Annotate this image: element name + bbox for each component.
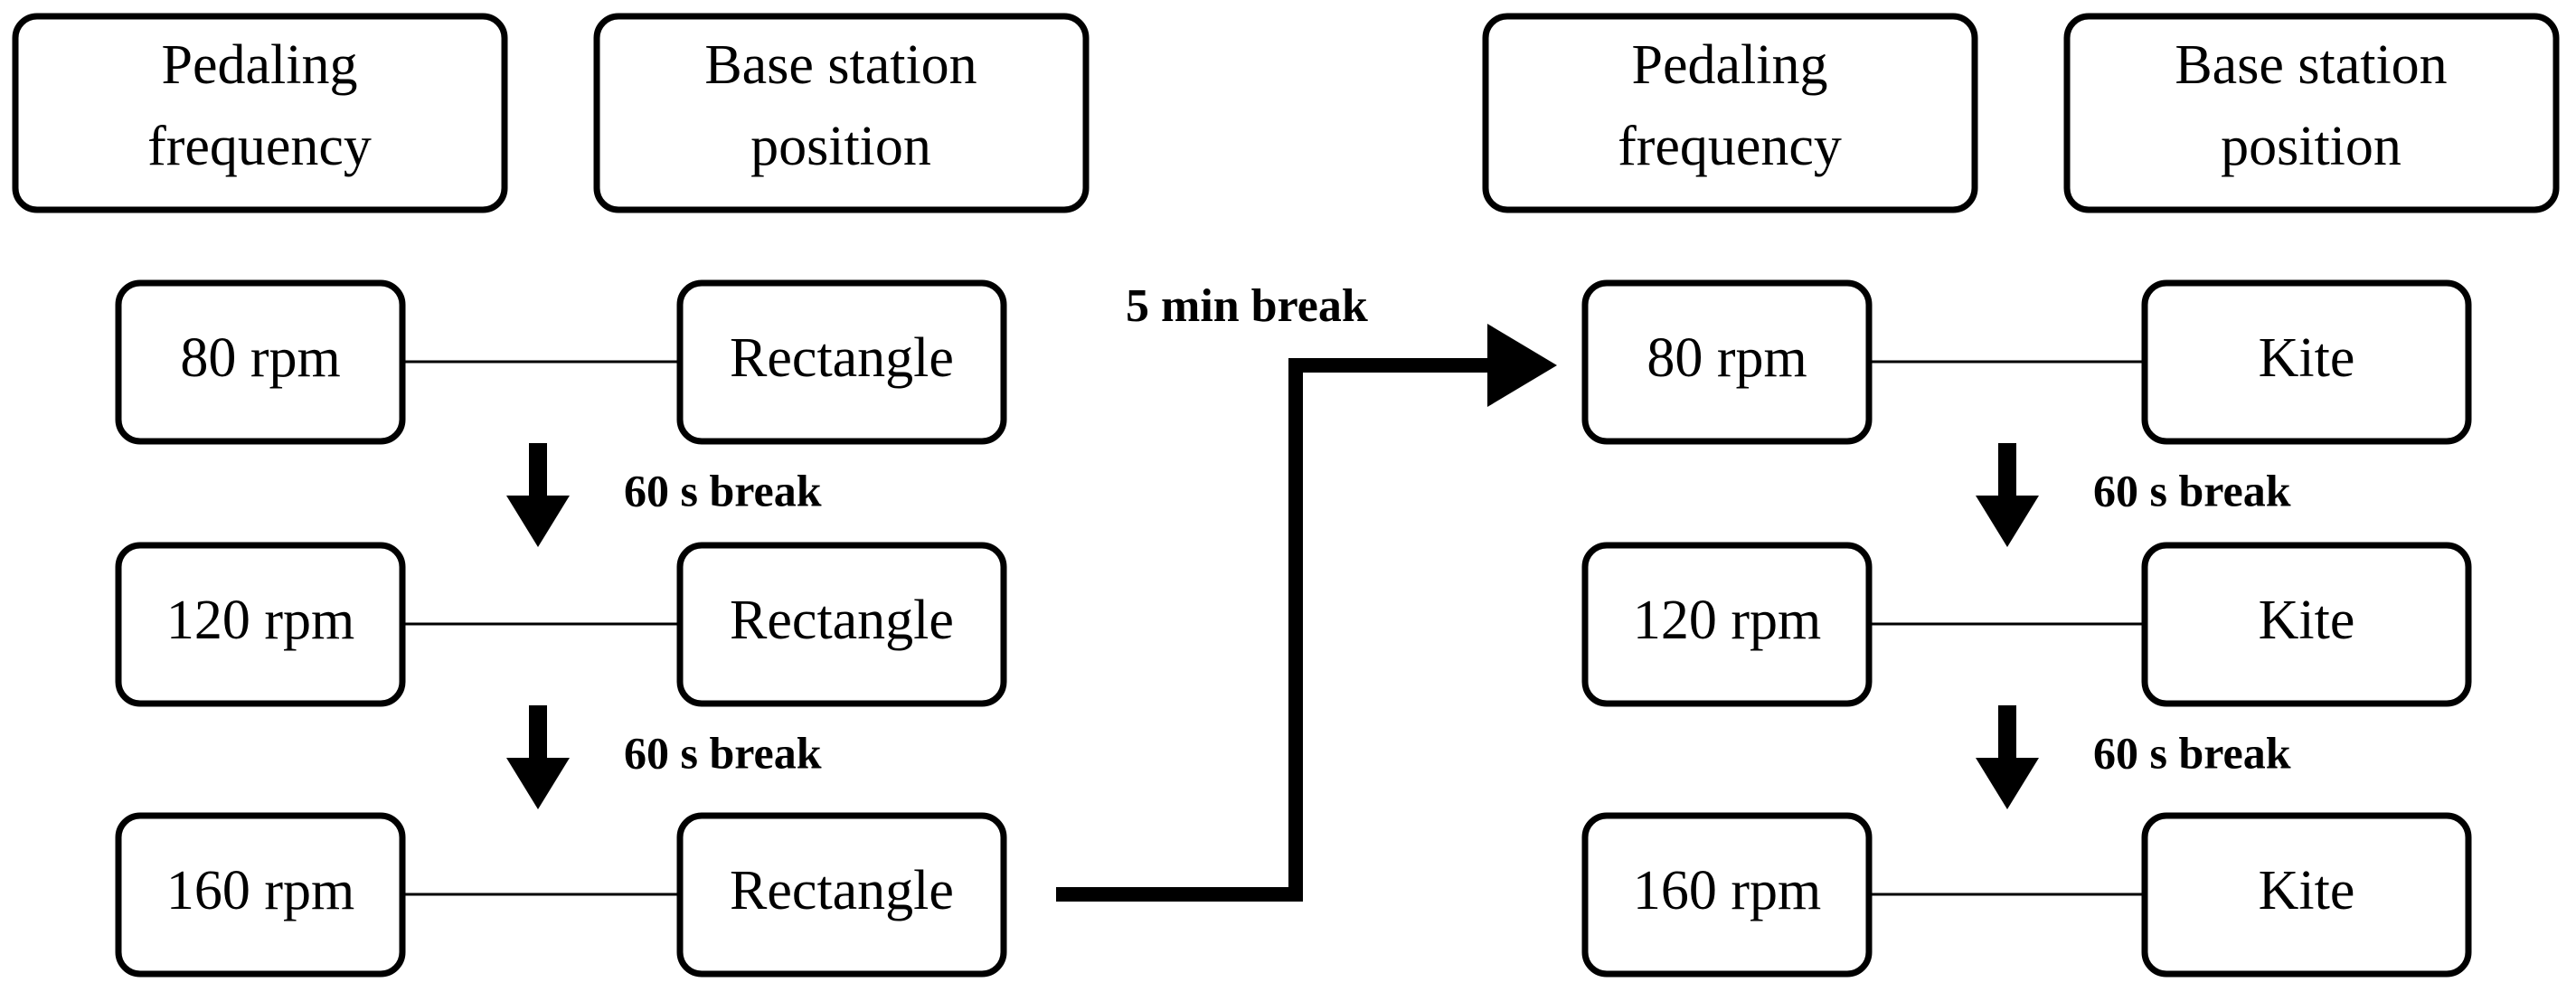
row-right-1-frequency-label: 80 rpm: [1647, 327, 1807, 389]
row-right-3-position-box: [2141, 812, 2472, 978]
header-right-frequency: Pedaling frequency: [1482, 13, 1978, 213]
transition-five-min-arrow-head: [1487, 324, 1557, 407]
row-right-3: 160 rpm Kite: [1581, 812, 2472, 978]
header-left-frequency-line1: Pedaling: [162, 34, 358, 96]
row-left-1: 80 rpm Rectangle: [115, 279, 1007, 445]
break-left-1: 60 s break: [506, 443, 822, 547]
row-right-2-position-label: Kite: [2259, 590, 2355, 651]
row-right-1: 80 rpm Kite: [1581, 279, 2472, 445]
row-left-3-position-label: Rectangle: [730, 860, 954, 921]
header-right-position: Base station position: [2063, 13, 2560, 213]
row-right-3-frequency-box: [1581, 812, 1873, 978]
header-right-position-line1: Base station: [2175, 34, 2447, 96]
break-left-2-label: 60 s break: [624, 727, 822, 778]
block-left: Pedaling frequency Base station position…: [12, 13, 1090, 978]
break-right-2-arrow-head: [1976, 758, 2039, 809]
row-right-2: 120 rpm Kite: [1581, 542, 2472, 707]
row-right-2-position-box: [2141, 542, 2472, 707]
header-left-position-box: [593, 13, 1090, 213]
header-left-frequency: Pedaling frequency: [12, 13, 508, 213]
block-right: Pedaling frequency Base station position…: [1482, 13, 2560, 978]
row-left-3-frequency-label: 160 rpm: [166, 860, 354, 921]
row-left-2-frequency-box: [115, 542, 406, 707]
row-left-1-frequency-label: 80 rpm: [180, 327, 340, 389]
break-left-2: 60 s break: [506, 705, 822, 809]
row-right-1-frequency-box: [1581, 279, 1873, 445]
row-left-2-position-label: Rectangle: [730, 590, 954, 651]
transition-five-min: 5 min break: [1056, 280, 1557, 902]
row-left-3-position-box: [676, 812, 1007, 978]
header-right-frequency-box: [1482, 13, 1978, 213]
break-right-2-label: 60 s break: [2093, 727, 2291, 778]
break-right-1-arrow-head: [1976, 496, 2039, 547]
row-left-1-position-label: Rectangle: [730, 327, 954, 389]
break-left-1-label: 60 s break: [624, 465, 822, 515]
row-left-1-position-box: [676, 279, 1007, 445]
header-left-position: Base station position: [593, 13, 1090, 213]
transition-five-min-label: 5 min break: [1126, 280, 1368, 332]
transition-five-min-path: [1056, 358, 1496, 902]
header-left-frequency-box: [12, 13, 508, 213]
header-right-frequency-line2: frequency: [1618, 116, 1842, 177]
break-right-2: 60 s break: [1976, 705, 2291, 809]
row-right-3-position-label: Kite: [2259, 860, 2355, 921]
header-left-position-line2: position: [750, 116, 931, 177]
row-right-3-frequency-label: 160 rpm: [1633, 860, 1821, 921]
header-right-frequency-line1: Pedaling: [1632, 34, 1828, 96]
break-right-1: 60 s break: [1976, 443, 2291, 547]
header-left-frequency-line2: frequency: [147, 116, 372, 177]
row-right-1-position-label: Kite: [2259, 327, 2355, 389]
header-left-position-line1: Base station: [704, 34, 977, 96]
break-right-1-label: 60 s break: [2093, 465, 2291, 515]
header-right-position-box: [2063, 13, 2560, 213]
row-left-2-frequency-label: 120 rpm: [166, 590, 354, 651]
row-left-2: 120 rpm Rectangle: [115, 542, 1007, 707]
row-right-2-frequency-label: 120 rpm: [1633, 590, 1821, 651]
break-left-1-arrow-head: [506, 496, 570, 547]
row-left-2-position-box: [676, 542, 1007, 707]
row-left-1-frequency-box: [115, 279, 406, 445]
row-right-1-position-box: [2141, 279, 2472, 445]
row-left-3-frequency-box: [115, 812, 406, 978]
row-right-2-frequency-box: [1581, 542, 1873, 707]
break-left-2-arrow-head: [506, 758, 570, 809]
header-right-position-line2: position: [2221, 116, 2401, 177]
row-left-3: 160 rpm Rectangle: [115, 812, 1007, 978]
